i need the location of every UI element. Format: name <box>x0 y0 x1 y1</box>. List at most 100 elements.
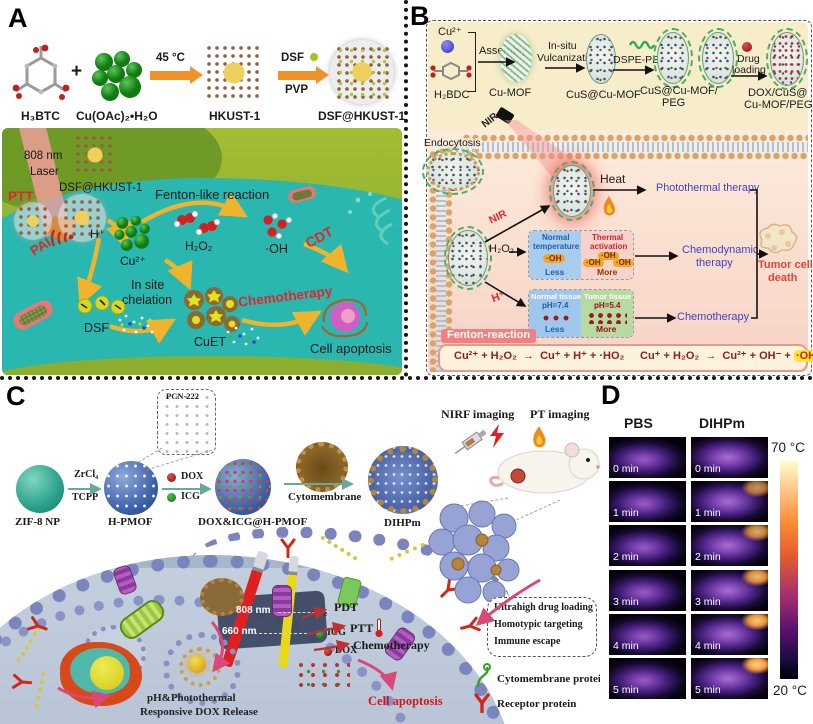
syringe-icon <box>454 429 487 455</box>
panel-c-label: C <box>6 381 26 411</box>
ph-box-right: Tumor tissue pH=5.4 More <box>581 290 633 337</box>
eq1-lhs: Cu²⁺ + H₂O₂ <box>454 350 517 362</box>
np4-label: DIHPm <box>384 517 421 529</box>
panel-d-col2-header: DIHPm <box>699 415 745 431</box>
thermal-image-dihpm-0: 0 min <box>691 437 768 478</box>
c-ptt-label: PTT <box>350 621 374 635</box>
fenton-eq2: Cu⁺ + H₂O₂ → Cu²⁺ + OH⁻ + ·OH <box>640 350 813 363</box>
dsf-hkust-icon <box>335 45 389 99</box>
drug-dot-scatter <box>295 660 350 690</box>
product2-label: DSF@HKUST-1 <box>318 109 406 123</box>
receptor-icon-3 <box>459 616 481 632</box>
arrow-synthesis-2 <box>278 66 329 84</box>
ph-box: Normal tissue pH=7.4 Less Tumor tissue p… <box>528 289 634 338</box>
hotspot <box>691 570 768 611</box>
b-cus-peg2-icon <box>698 28 738 88</box>
eq1-rhs: Cu⁺ + H⁺ + ·HO₂ <box>540 350 625 362</box>
time-label: 3 min <box>695 596 721 608</box>
tumor-cluster-icon <box>428 500 520 604</box>
time-label: 0 min <box>695 463 721 475</box>
ph-box-left: Normal tissue pH=7.4 Less <box>529 290 581 337</box>
time-label: 2 min <box>613 551 639 563</box>
cu-ion-label: Cu²⁺ <box>120 254 146 268</box>
b-cus-peg-icon <box>653 28 693 88</box>
laser-label-1: 808 nm <box>24 150 63 162</box>
time-label: 4 min <box>613 640 639 652</box>
temp-right-oh3: ·OH <box>613 258 633 268</box>
legend-protein2-label: Receptor protein <box>497 698 577 710</box>
cytomembrane-protein-icon <box>476 663 491 688</box>
eq2-rhs: Cu²⁺ + OH⁻ + <box>722 350 791 362</box>
hotspot <box>691 481 768 522</box>
panel-a-arrows <box>77 192 349 344</box>
icg-dot-icon <box>167 493 176 502</box>
panel-d-col1-header: PBS <box>624 415 653 431</box>
b-product3-label-2: PEG <box>662 97 686 109</box>
eq2-oh-highlight: ·OH <box>793 350 813 362</box>
b-membrane-horizontal <box>462 134 808 160</box>
b-cu-sphere-icon <box>441 40 454 53</box>
dihpm-sphere-icon <box>368 446 438 514</box>
dspe-peg-icon <box>628 40 656 50</box>
thermal-image-pbs-4: 4 min <box>609 614 686 655</box>
dsf-arrow-label: DSF <box>281 52 319 64</box>
laser660-dash <box>254 633 312 634</box>
receptor-icon-5 <box>12 673 33 689</box>
laser-label-2: Laser <box>30 166 59 178</box>
thermal-image-pbs-1: 1 min <box>609 481 686 522</box>
cond1-label: ZrCl₄ <box>74 469 99 480</box>
eq2-lhs: Cu⁺ + H₂O₂ <box>640 350 700 362</box>
b-product4-label-2: Cu-MOF/PEG <box>744 99 813 111</box>
mouse-icon <box>489 442 600 494</box>
thermal-image-dihpm-4: 4 min <box>691 614 768 655</box>
dsf-particles-icon <box>77 295 126 315</box>
endo-vesicle-icon <box>422 148 484 195</box>
ph-right-title: Tumor tissue <box>584 292 632 301</box>
legend-protein1-label: Cytomembrane protein <box>497 673 600 685</box>
cuet-cluster-icon <box>184 287 240 332</box>
heat-label: Heat <box>600 172 626 186</box>
temp-right-oh2: ·OH <box>598 251 619 261</box>
ph-left-ph: pH=7.4 <box>542 301 569 310</box>
hkust-1-icon <box>205 44 263 102</box>
h2bdc-molecule-icon <box>430 61 472 81</box>
pdt-label: PDT <box>334 600 358 614</box>
fenton-equation-box: Cu²⁺ + H₂O₂ → Cu⁺ + H⁺ + ·HO₂ Cu⁺ + H₂O₂… <box>438 344 813 372</box>
features-box: Ultrahigh drug loading Homotypic targeti… <box>487 597 597 657</box>
cu-cluster-icon <box>114 215 150 252</box>
b-product4-label-1: DOX/CuS@ <box>748 87 808 99</box>
b-step2-label-1: In-situ <box>548 40 577 52</box>
thermal-image-pbs-3: 3 min <box>609 570 686 611</box>
b-cu-ion-label: Cu²⁺ <box>438 26 462 38</box>
receptor-icon-1 <box>280 538 296 558</box>
b-step2-label-2: Vulcanization <box>537 52 600 64</box>
feature-1: Ultrahigh drug loading <box>494 602 593 613</box>
np2-label: H-PMOF <box>108 516 153 528</box>
ph-left-amount: Less <box>545 324 565 334</box>
dsf-molecule-scatter-icon <box>118 314 154 334</box>
cuet-molecule-scatter-icon <box>226 326 260 346</box>
eq1-arrow: → <box>523 350 535 362</box>
receptor-icon-4 <box>26 616 48 631</box>
nirf-label: NIRF imaging <box>441 407 515 421</box>
dsf-dot-icon <box>310 53 319 61</box>
condition1-label: 45 °C <box>156 52 185 64</box>
b-product2-label: CuS@Cu-MOF <box>566 89 641 101</box>
hill-bottom <box>2 356 402 375</box>
chemodynamic-label-1: Chemodynamic <box>682 244 759 256</box>
vesicle-core <box>188 655 206 673</box>
arrow-synthesis-1 <box>150 66 203 84</box>
thermal-image-dihpm-3: 3 min <box>691 570 768 611</box>
panel-a-label: A <box>8 3 28 33</box>
dsf-hkust-icon-wrap <box>330 40 394 104</box>
b-product3-label-1: CuS@Cu-MOF/ <box>640 85 718 97</box>
pcn-inset-box: PCN-222 <box>157 389 216 455</box>
capsule-core <box>291 188 313 201</box>
mof-particle-top-icon <box>74 134 116 176</box>
b-linker-label: H₂BDC <box>434 89 470 101</box>
copper-acetate-cluster-icon <box>92 51 142 101</box>
c-chemo-label: Chemotherapy <box>353 638 430 652</box>
mof-inner2 <box>62 198 102 238</box>
pt-label: PT imaging <box>530 407 590 421</box>
